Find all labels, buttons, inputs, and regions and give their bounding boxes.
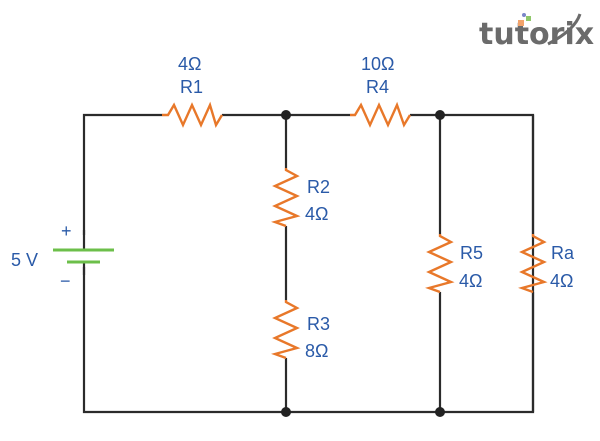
battery-minus-sign: −	[60, 271, 71, 291]
r4-value: 10Ω	[361, 54, 394, 74]
resistor-r1: 4Ω R1	[162, 54, 224, 128]
battery: + − 5 V	[11, 221, 114, 291]
battery-plus-sign: +	[61, 221, 72, 241]
r5-name: R5	[460, 243, 483, 263]
r1-name: R1	[180, 77, 203, 97]
resistor-r3: R3 8Ω	[271, 300, 330, 361]
junction-node	[435, 407, 445, 417]
resistor-r4: 10Ω R4	[350, 54, 412, 128]
r2-name: R2	[307, 177, 330, 197]
ra-name: Ra	[551, 243, 575, 263]
tutorix-logo: tutorix	[479, 13, 594, 52]
r3-name: R3	[307, 314, 330, 334]
junction-node	[435, 110, 445, 120]
r5-value: 4Ω	[459, 271, 482, 291]
logo-swoosh	[547, 13, 582, 46]
r4-name: R4	[366, 77, 389, 97]
resistor-r2: R2 4Ω	[271, 168, 330, 228]
logo-dot-green	[526, 16, 531, 21]
r3-value: 8Ω	[305, 341, 328, 361]
ra-value: 4Ω	[550, 271, 573, 291]
r2-value: 4Ω	[305, 204, 328, 224]
wires	[82, 113, 535, 414]
wire-left-top	[82, 113, 162, 252]
junction-node	[281, 110, 291, 120]
logo-dot-blue	[522, 13, 526, 17]
junction-node	[281, 407, 291, 417]
wire-outer	[82, 113, 535, 414]
r1-value: 4Ω	[178, 54, 201, 74]
logo-dot-orange	[518, 20, 524, 26]
resistor-ra: Ra 4Ω	[518, 234, 575, 294]
resistor-r5: R5 4Ω	[425, 234, 483, 294]
battery-voltage-label: 5 V	[11, 250, 38, 270]
